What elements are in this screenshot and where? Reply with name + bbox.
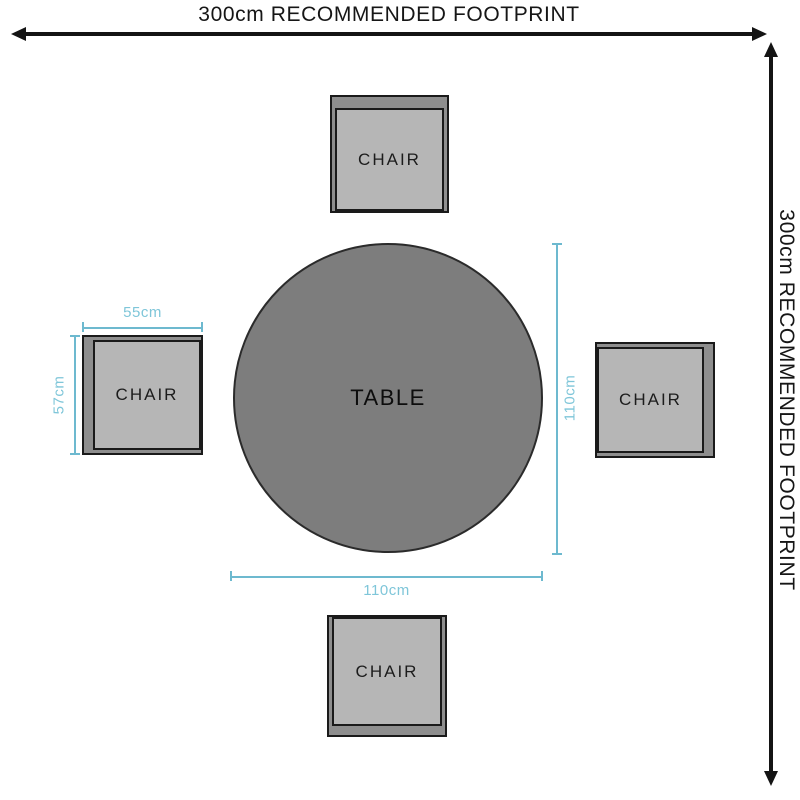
chair-bottom: CHAIR <box>327 615 447 737</box>
chair-right: CHAIR <box>595 342 715 458</box>
dimension-tick <box>541 571 543 581</box>
chair-depth-dimension-line <box>74 335 76 455</box>
arrowhead-down-icon <box>764 771 778 786</box>
table-diameter-horizontal-line <box>230 576 543 578</box>
table-diameter-horizontal-label: 110cm <box>363 582 410 599</box>
chair-width-dimension-line <box>82 327 203 329</box>
table-diameter-vertical-label: 110cm <box>561 374 579 422</box>
arrowhead-left-icon <box>11 27 26 41</box>
footprint-height-label: 300cm RECOMMENDED FOOTPRINT <box>775 209 798 591</box>
dimension-tick <box>201 322 203 332</box>
chair-top-label: CHAIR <box>358 149 421 169</box>
dimension-tick <box>82 322 84 332</box>
chair-bottom-label: CHAIR <box>355 661 419 681</box>
arrowhead-right-icon <box>752 27 767 41</box>
chair-depth-dimension-label: 57cm <box>50 375 68 415</box>
chair-left: CHAIR <box>82 335 203 455</box>
dimension-tick <box>552 553 562 555</box>
chair-width-dimension-label: 55cm <box>123 304 162 321</box>
arrowhead-up-icon <box>764 42 778 57</box>
chair-left-seat: CHAIR <box>93 340 201 450</box>
dimension-tick <box>70 453 80 455</box>
chair-top: CHAIR <box>330 95 449 213</box>
table-label: TABLE <box>350 385 426 410</box>
table-shape: TABLE <box>233 243 543 553</box>
dimension-tick <box>70 335 80 337</box>
table-diameter-vertical-line <box>556 243 558 555</box>
footprint-width-arrow <box>23 32 755 36</box>
footprint-height-arrow <box>769 54 773 774</box>
dimension-tick <box>230 571 232 581</box>
chair-top-seat: CHAIR <box>335 108 444 211</box>
chair-right-label: CHAIR <box>619 390 682 409</box>
chair-bottom-seat: CHAIR <box>332 617 442 726</box>
dimension-tick <box>552 243 562 245</box>
chair-left-label: CHAIR <box>115 385 179 404</box>
chair-right-seat: CHAIR <box>597 347 704 453</box>
footprint-width-label: 300cm RECOMMENDED FOOTPRINT <box>198 3 580 26</box>
